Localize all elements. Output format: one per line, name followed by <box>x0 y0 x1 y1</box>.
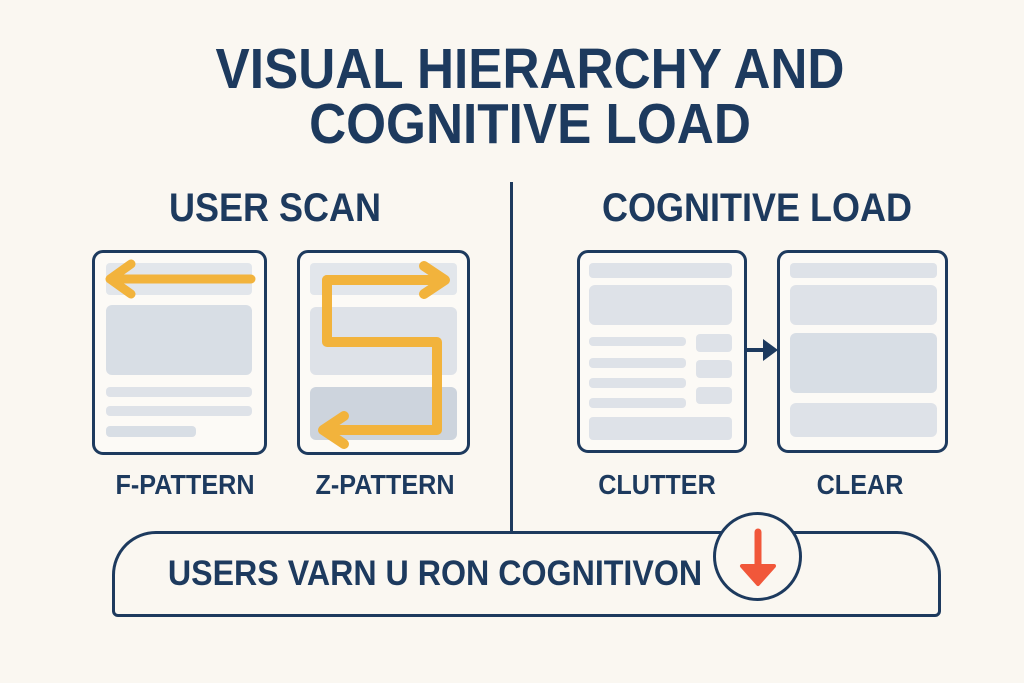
page-title-line1: VISUAL HIERARCHY AND <box>215 37 845 101</box>
f-pattern-scan-arrow-icon <box>105 259 256 299</box>
card-z-pattern <box>297 250 470 455</box>
placeholder-chip <box>696 334 732 352</box>
placeholder-bar <box>589 263 732 278</box>
placeholder-line <box>589 378 686 388</box>
label-z-pattern: Z-PATTERN <box>315 469 455 500</box>
down-arrow-badge <box>713 512 802 601</box>
placeholder-chip <box>696 360 732 378</box>
page-title: VISUAL HIERARCHY AND COGNITIVE LOAD <box>69 37 991 156</box>
placeholder-line <box>589 358 686 368</box>
placeholder-block <box>790 285 937 325</box>
summary-banner: USERS VARN U RON COGNITIVON <box>112 531 941 617</box>
section-header-cognitive-load: COGNITIVE LOAD <box>601 186 913 230</box>
placeholder-chip <box>696 387 732 404</box>
placeholder-line <box>106 426 196 437</box>
placeholder-block <box>589 285 732 325</box>
placeholder-bar <box>790 263 937 278</box>
card-clear <box>777 250 948 453</box>
placeholder-line <box>106 406 252 416</box>
page-title-line2: COGNITIVE LOAD <box>309 92 751 156</box>
placeholder-line <box>589 337 686 346</box>
placeholder-block <box>790 333 937 393</box>
vertical-divider <box>510 182 513 532</box>
placeholder-line <box>589 398 686 408</box>
section-header-user-scan: USER SCAN <box>168 186 382 230</box>
placeholder-bar <box>589 417 732 440</box>
label-f-pattern: F-PATTERN <box>115 469 255 500</box>
clutter-to-clear-arrow-icon <box>744 339 778 361</box>
summary-banner-text: USERS VARN U RON COGNITIVON <box>167 554 703 593</box>
placeholder-block <box>790 403 937 437</box>
placeholder-block <box>106 305 252 375</box>
card-f-pattern <box>92 250 267 455</box>
card-clutter <box>577 250 747 453</box>
z-pattern-scan-path-icon <box>318 261 450 449</box>
placeholder-line <box>106 387 252 397</box>
label-clutter: CLUTTER <box>598 469 716 500</box>
label-clear: CLEAR <box>816 469 904 500</box>
down-arrow-icon <box>739 528 776 586</box>
